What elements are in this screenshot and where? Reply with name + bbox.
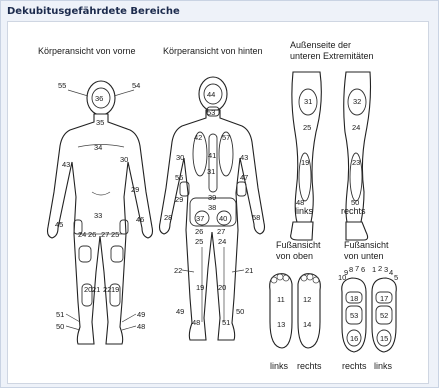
zone-number: 55	[58, 81, 66, 90]
zone-number: 24	[78, 230, 86, 239]
heading-lower-extremities-1: Außenseite der	[290, 40, 351, 50]
zone-number: 27	[101, 230, 109, 239]
zone-number: 56	[175, 173, 183, 182]
zone-number: 43	[240, 153, 248, 162]
foot-top-right-label: rechts	[297, 361, 322, 371]
zone-number: 48	[192, 318, 200, 327]
leg-right-label: rechts	[341, 206, 366, 216]
zone-number: 14	[303, 320, 311, 329]
zone-number: 17	[380, 294, 388, 303]
heading-foot-bottom-1: Fußansicht	[344, 240, 389, 250]
zone-number: 30	[120, 155, 128, 164]
zone-number: 29	[175, 195, 183, 204]
zone-number: 35	[96, 118, 104, 127]
zone-number: 29	[131, 185, 139, 194]
zone-number: 11	[277, 295, 285, 304]
zone-number: 58	[252, 213, 260, 222]
heading-foot-top-1: Fußansicht	[276, 240, 321, 250]
zone-number: 38	[208, 203, 216, 212]
zone-number: 52	[380, 311, 388, 320]
zone-number: 16	[350, 334, 358, 343]
zone-number: 32	[353, 97, 361, 106]
zone-number: 46	[136, 215, 144, 224]
zone-number: 45	[55, 220, 63, 229]
zone-number: 2	[378, 264, 382, 273]
zone-number: 53	[350, 311, 358, 320]
zone-number: 12	[303, 295, 311, 304]
zone-number: 7	[355, 264, 359, 273]
zone-number: 19	[301, 158, 309, 167]
zone-number: 20	[218, 283, 226, 292]
zone-number: 34	[94, 143, 102, 152]
zone-number: 41	[208, 151, 216, 160]
zone-number: 51	[222, 318, 230, 327]
heading-foot-top-2: von oben	[276, 251, 313, 261]
foot-bottom-left-label: rechts	[342, 361, 367, 371]
zone-number: 27	[217, 227, 225, 236]
heading-front-view: Körperansicht von vorne	[38, 46, 136, 56]
zone-number: 50	[56, 322, 64, 331]
zone-number: 40	[219, 214, 227, 223]
zone-number: 50	[236, 307, 244, 316]
foot-bottom-right-label: links	[374, 361, 393, 371]
feet-top-figure	[270, 274, 321, 348]
zone-number: 24	[352, 123, 360, 132]
zone-number: 49	[137, 310, 145, 319]
zone-number: 47	[240, 173, 248, 182]
zone-number: 19	[111, 285, 119, 294]
leg-left-label: links	[295, 206, 314, 216]
zone-number: 28	[164, 213, 172, 222]
zone-number: 44	[207, 90, 215, 99]
zone-number: 25	[111, 230, 119, 239]
zone-number: 22	[174, 266, 182, 275]
zone-number: 36	[95, 94, 103, 103]
window-title: Dekubitusgefährdete Bereiche	[7, 6, 180, 17]
heading-lower-extremities-2: unteren Extremitäten	[290, 51, 374, 61]
zone-number: 30	[176, 153, 184, 162]
zone-number: 5	[394, 273, 398, 282]
zone-number: 21	[245, 266, 253, 275]
zone-number: 26	[88, 230, 96, 239]
zone-number: 25	[195, 237, 203, 246]
zone-number: 53	[207, 108, 215, 117]
zone-number: 42	[194, 133, 202, 142]
zone-number: 33	[94, 211, 102, 220]
heading-back-view: Körperansicht von hinten	[163, 46, 263, 56]
zone-number: 3	[384, 265, 388, 274]
zone-number: 8	[349, 265, 353, 274]
zone-number: 1	[372, 265, 376, 274]
zone-number: 54	[132, 81, 140, 90]
zone-number: 4	[389, 268, 393, 277]
zone-number: 43	[62, 160, 70, 169]
body-diagram: .body { fill: #fff; stroke: #222; stroke…	[8, 22, 428, 383]
zone-number: 37	[196, 214, 204, 223]
zone-number: 48	[137, 322, 145, 331]
zone-number: 26	[195, 227, 203, 236]
zone-number: 18	[350, 294, 358, 303]
zone-number: 19	[196, 283, 204, 292]
zone-number: 23	[352, 158, 360, 167]
zone-number: 24	[218, 237, 226, 246]
zone-number: 31	[207, 167, 215, 176]
zone-number: 13	[277, 320, 285, 329]
zone-number: 15	[380, 334, 388, 343]
zone-number: 21	[92, 285, 100, 294]
zone-number: 6	[361, 265, 365, 274]
zone-number: 25	[303, 123, 311, 132]
zone-number: 31	[304, 97, 312, 106]
zone-number: 51	[56, 310, 64, 319]
zone-number: 39	[208, 193, 216, 202]
heading-foot-bottom-2: von unten	[344, 251, 384, 261]
zone-number: 49	[176, 307, 184, 316]
pressure-ulcer-diagram-panel: .body { fill: #fff; stroke: #222; stroke…	[7, 21, 429, 384]
foot-top-left-label: links	[270, 361, 289, 371]
zone-number: 9	[344, 268, 348, 277]
zone-number: 57	[222, 133, 230, 142]
